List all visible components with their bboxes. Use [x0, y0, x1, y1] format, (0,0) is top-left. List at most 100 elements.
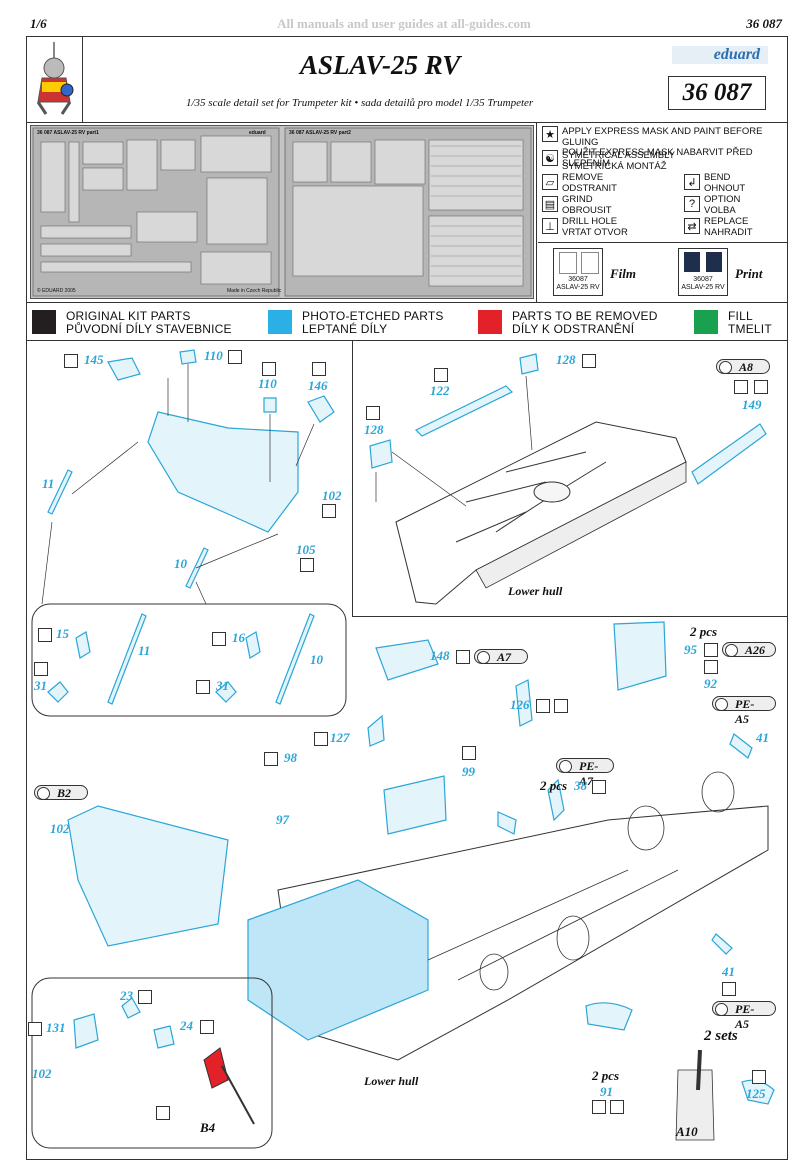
part-label: 11	[42, 476, 55, 491]
symmetry-icon: ☯	[542, 150, 558, 166]
divider	[536, 122, 537, 302]
divider	[538, 242, 788, 243]
part-label: 126	[510, 697, 530, 712]
knight-logo-icon	[28, 38, 80, 120]
replace-a26: A26	[722, 642, 776, 657]
remove-icon: ▱	[542, 174, 558, 190]
bend-icon	[592, 1100, 606, 1114]
bend-icon	[434, 368, 448, 382]
part-label: 97	[276, 812, 289, 827]
bend-icon	[196, 680, 210, 694]
bend-icon: ↲	[684, 174, 700, 190]
page-frame	[26, 36, 788, 1160]
replace-pe-a7: PE-A7	[556, 758, 614, 788]
divider	[26, 302, 788, 303]
bend-icon	[264, 752, 278, 766]
part-label: 110	[204, 348, 223, 363]
part-label: 95	[684, 642, 697, 657]
bend-icon	[262, 362, 276, 376]
code-box: 36 087	[668, 76, 766, 110]
part-label: 11	[138, 643, 151, 658]
quantity-label: 2 pcs	[592, 1068, 620, 1083]
replace-b2: B2	[34, 785, 88, 800]
part-label: 15	[56, 626, 69, 641]
part-label: 149	[742, 397, 762, 412]
part-label: 128	[556, 352, 576, 367]
part-label: 128	[364, 422, 384, 437]
bend-icon	[582, 354, 596, 368]
step-bow-drawing	[28, 620, 786, 1156]
part-label: 131	[46, 1020, 66, 1035]
part-label: 24	[180, 1018, 193, 1033]
part-label: 41	[722, 964, 735, 979]
part-label: 102	[322, 488, 342, 503]
quantity-label: 2 pcs	[690, 624, 718, 639]
kit-part-label: B4	[200, 1120, 216, 1135]
bend-icon	[704, 643, 718, 657]
green-swatch	[694, 310, 718, 334]
bend-icon	[228, 350, 242, 364]
page-title: ASLAV-25 RV	[300, 50, 461, 80]
part-label: 10	[310, 652, 323, 667]
kit-part-label: A10	[676, 1124, 698, 1139]
part-label: 125	[746, 1086, 766, 1101]
pe-fret-photo: 36 087 ASLAV-25 RV part1 36 087 ASLAV-25…	[30, 125, 534, 299]
part-label: 110	[258, 376, 277, 391]
bend-icon	[34, 662, 48, 676]
bend-icon	[200, 1020, 214, 1034]
page-number: 1/6	[30, 16, 47, 31]
part-label: 146	[308, 378, 328, 393]
divider	[352, 340, 353, 616]
cyan-swatch	[268, 310, 292, 334]
divider	[26, 340, 788, 341]
quantity-label: 2 pcs	[540, 778, 568, 793]
bend-icon	[536, 699, 550, 713]
red-swatch	[478, 310, 502, 334]
part-label: 105	[296, 542, 316, 557]
bend-icon	[366, 406, 380, 420]
grind-icon: ▤	[542, 196, 558, 212]
lower-hull-caption: Lower hull	[508, 584, 563, 598]
step-windshield-drawing	[28, 342, 350, 720]
symmetry-icon	[704, 660, 718, 674]
bend-icon	[734, 380, 748, 394]
quantity-label: 2 sets	[704, 1028, 738, 1044]
legend-mask-text: APPLY EXPRESS MASK AND PAINT BEFORE GLUI…	[562, 126, 763, 169]
part-label: 102	[32, 1066, 52, 1081]
symmetry-icon	[592, 780, 606, 794]
bend-icon	[322, 504, 336, 518]
replace-a7: A7	[474, 649, 528, 664]
symmetry-icon	[722, 982, 736, 996]
film-label: Film	[610, 266, 637, 281]
subtitle: 1/35 scale detail set for Trumpeter kit …	[186, 97, 534, 109]
part-label: 23	[120, 988, 133, 1003]
part-label: 92	[704, 676, 717, 691]
bend-icon	[300, 558, 314, 572]
part-label: 16	[232, 630, 245, 645]
part-label: 145	[84, 352, 104, 367]
lower-hull-caption: Lower hull	[364, 1074, 419, 1088]
bend-icon	[212, 632, 226, 646]
symmetry-icon	[554, 699, 568, 713]
star-icon: ★	[542, 126, 558, 142]
divider	[82, 36, 83, 122]
eduard-logo: eduard	[672, 46, 768, 64]
replace-pe-a5: PE-A5	[712, 696, 776, 726]
divider	[26, 122, 788, 123]
part-label: 31	[34, 678, 47, 693]
symmetry-icon	[754, 380, 768, 394]
part-label: 91	[600, 1084, 613, 1099]
fret-sheet1-label: 36 087 ASLAV-25 RV part1	[37, 130, 99, 136]
bend-icon	[312, 362, 326, 376]
bend-icon	[28, 1022, 42, 1036]
symbol-legend: ★ APPLY EXPRESS MASK AND PAINT BEFORE GL…	[538, 124, 786, 242]
fret-brand: eduard	[249, 130, 266, 136]
